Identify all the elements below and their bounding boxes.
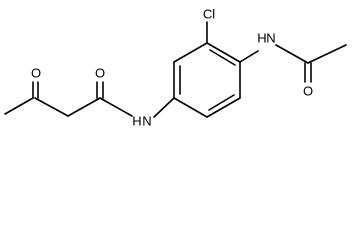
bond-nitrogen-carbonyl-right (275, 44, 309, 64)
bond-ch2-amide (67, 97, 101, 117)
bond-methyl-ketone (4, 97, 34, 115)
atom-amide-oxygen-left: O (95, 66, 105, 81)
structure-diagram: O O N H Cl H N O (4, 7, 347, 129)
ring-double-2 (209, 49, 236, 66)
bond-ring-nitrogen-right (239, 50, 259, 63)
molecule-svg: O O N H Cl H N O (4, 7, 347, 129)
atom-ketone-oxygen: O (31, 66, 41, 81)
atom-chlorine: Cl (203, 7, 215, 22)
ring-bond-3 (206, 42, 241, 63)
bond-nitrogen-ring (153, 97, 175, 118)
atom-amide-h-right: H (257, 31, 266, 46)
ring-bond-5 (206, 97, 241, 118)
bond-ketone-ch2 (34, 97, 69, 117)
ring-bond-6 (173, 97, 208, 118)
ring-double-3 (208, 94, 235, 111)
atom-amide-h-left: H (132, 114, 141, 129)
bond-carbonyl-methyl-right (307, 44, 347, 64)
atom-amide-nitrogen-left: N (142, 114, 151, 129)
atom-amide-nitrogen-right: N (266, 31, 275, 46)
atom-amide-oxygen-right: O (303, 84, 313, 99)
ring-bond-2 (173, 42, 208, 63)
bond-amide-nitrogen (99, 97, 133, 117)
